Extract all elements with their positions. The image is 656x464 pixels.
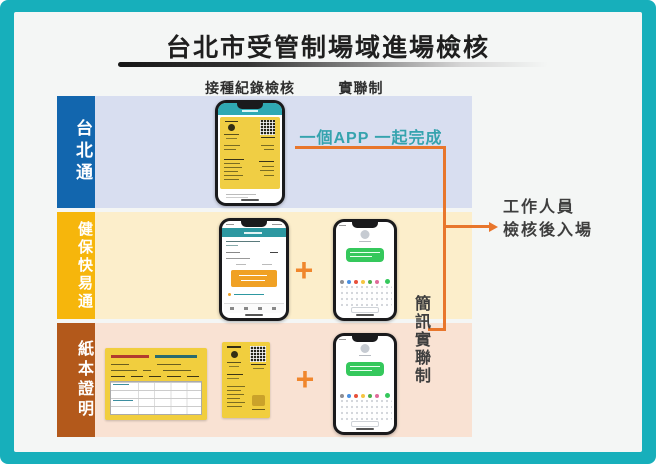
home-indicator: [356, 314, 374, 316]
home-indicator: [245, 314, 263, 316]
plus-sign: +: [295, 361, 315, 397]
emoji-icon: [368, 394, 372, 398]
content-card: 台北市受管制場域進場檢核 接種紀錄檢核 實聯制 台北通 健保快易通 紙本證明: [14, 12, 642, 452]
row-label-paper-certificate: 紙本證明: [57, 323, 95, 437]
sms-contact-label: 簡訊實聯制: [412, 295, 429, 385]
qr-code-icon: [260, 120, 275, 135]
emoji-icon: [368, 280, 372, 284]
contact-avatar-icon: [360, 230, 370, 239]
emoji-icon: [354, 394, 358, 398]
connector-vertical: [443, 146, 446, 331]
phone-notch-icon: [352, 222, 378, 228]
emoji-icon: [340, 280, 344, 284]
nhi-express-phone: [219, 218, 289, 321]
appointment-button: [231, 270, 277, 287]
bottom-nav-bar: [224, 303, 284, 313]
emoji-icon: [347, 394, 351, 398]
keyboard: [338, 286, 392, 306]
emoji-icon: [347, 280, 351, 284]
plus-sign: +: [294, 252, 314, 288]
connector-arrow-shaft: [446, 225, 490, 228]
paper-vaccination-record-card: [105, 348, 207, 420]
sms-message-bubble-icon: [346, 362, 384, 376]
row-label-nhi-express: 健保快易通: [57, 212, 95, 319]
connector-top: [295, 146, 446, 149]
phone-notch-icon: [352, 336, 378, 342]
send-icon: [385, 279, 390, 284]
record-table: [110, 381, 202, 415]
emoji-icon: [375, 394, 379, 398]
emoji-icon: [361, 394, 365, 398]
digital-vaccine-card: [220, 117, 280, 189]
phone-screen: [222, 221, 286, 318]
ministry-emblem-icon: [231, 351, 238, 358]
column-header-vaccination-check: 接種紀錄檢核: [205, 80, 295, 96]
emoji-icon: [361, 280, 365, 284]
phone-notch-icon: [241, 221, 267, 227]
taipei-pass-phone: [215, 100, 285, 206]
bullet-icon: [228, 293, 231, 296]
send-icon: [385, 393, 390, 398]
qr-code-icon: [250, 346, 266, 362]
keyboard: [338, 400, 392, 420]
paper-covid-certificate: [222, 342, 270, 418]
spacebar-key: [352, 422, 378, 426]
app-header-bar: [218, 103, 282, 115]
phone-screen: [218, 103, 282, 203]
title-underline: [118, 62, 548, 67]
ministry-emblem-icon: [228, 124, 235, 131]
page-title: 台北市受管制場域進場檢核: [165, 34, 490, 62]
emoji-icon: [354, 280, 358, 284]
emoji-icon: [375, 280, 379, 284]
home-indicator: [356, 428, 374, 430]
emoji-icon: [340, 394, 344, 398]
official-seal-icon: [252, 395, 265, 406]
phone-notch-icon: [237, 103, 263, 109]
sms-phone-row2: [333, 219, 397, 321]
home-indicator: [241, 199, 259, 201]
spacebar-key: [352, 308, 378, 312]
sms-phone-row3: [333, 333, 397, 435]
column-header-contact-tracing: 實聯制: [338, 80, 384, 96]
one-app-note: 一個APP 一起完成: [299, 130, 443, 147]
phone-screen: [336, 222, 394, 318]
phone-screen: [336, 336, 394, 432]
row-label-taipei-pass: 台北通: [57, 96, 95, 208]
contact-avatar-icon: [360, 344, 370, 353]
connector-bottom-stub: [428, 328, 443, 331]
app-title-bar: [222, 228, 286, 237]
arrow-right-icon: [489, 221, 498, 232]
sms-message-bubble-icon: [346, 248, 384, 262]
staff-check-note: 工作人員 檢核後入場: [503, 199, 594, 239]
